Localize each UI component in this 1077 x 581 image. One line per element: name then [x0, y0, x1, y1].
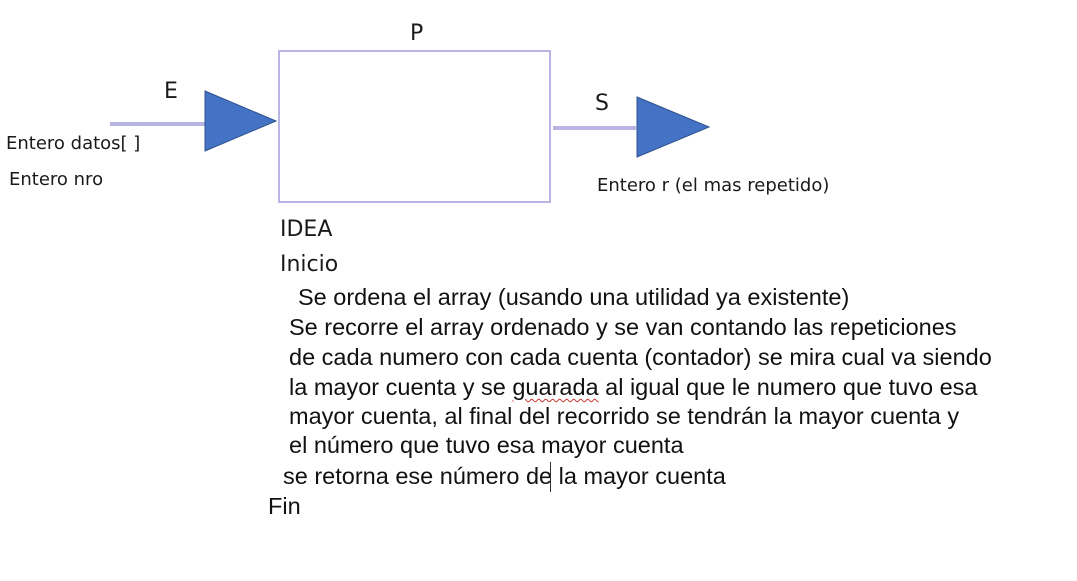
idea-end: Fin — [268, 493, 301, 519]
output-item: Entero r (el mas repetido) — [597, 175, 830, 196]
process-box — [278, 50, 551, 203]
text-cursor — [550, 462, 551, 492]
process-label: P — [410, 21, 424, 46]
input-arrow — [204, 90, 278, 152]
spelling-error-word[interactable]: guarada — [512, 374, 599, 400]
idea-start: Inicio — [280, 252, 339, 277]
input-label: E — [164, 79, 178, 104]
idea-line-2: Se recorre el array ordenado y se van co… — [289, 314, 957, 340]
output-label: S — [595, 91, 609, 116]
idea-line-4: la mayor cuenta y se guarada al igual qu… — [289, 374, 977, 401]
idea-line-1: Se ordena el array (usando una utilidad … — [298, 284, 850, 310]
idea-line-3: de cada numero con cada cuenta (contador… — [289, 344, 992, 370]
idea-line-4-end: al igual que le numero que tuvo esa — [598, 374, 978, 400]
output-arrow — [636, 96, 711, 158]
idea-line-7: se retorna ese número de la mayor cuenta — [283, 463, 726, 489]
idea-line-5: mayor cuenta, al final del recorrido se … — [289, 403, 960, 429]
idea-line-4-start: la mayor cuenta y se — [289, 374, 513, 400]
input-item-datos: Entero datos[ ] — [6, 133, 141, 154]
idea-line-6: el número que tuvo esa mayor cuenta — [289, 432, 684, 458]
input-item-nro: Entero nro — [9, 169, 104, 190]
idea-title: IDEA — [280, 217, 333, 242]
